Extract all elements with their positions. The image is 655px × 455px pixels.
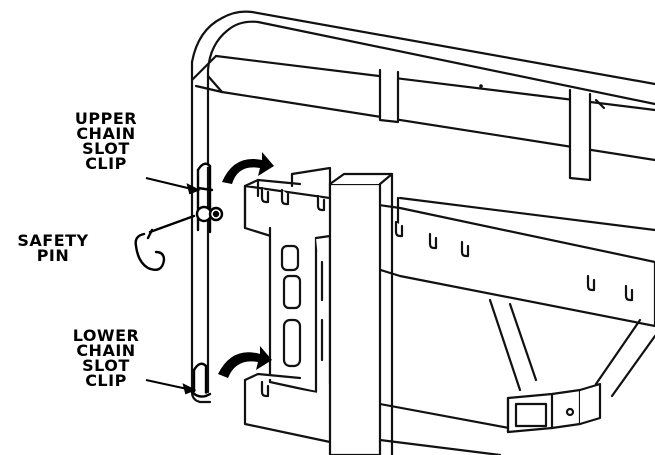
lower-clip-leader-arrow-icon	[182, 383, 197, 395]
label-line: SAFETY	[17, 231, 89, 250]
upper-clip-leader-arrow-icon	[186, 183, 201, 195]
label-line: LOWER	[72, 326, 140, 345]
frame-uprights	[378, 68, 606, 182]
vertical-post	[328, 172, 394, 455]
frame-bolt-hole	[479, 84, 483, 88]
label-line: SLOT	[82, 139, 130, 158]
upper-chain-slot-clip	[196, 162, 214, 234]
safety-pin-label: SAFETY PIN	[4, 231, 102, 265]
upper-chain-slot-clip-label: UPPER CHAIN SLOT CLIP	[58, 109, 154, 173]
upper-plate-slots	[260, 186, 634, 302]
upper-rotation-arrow-icon	[222, 152, 274, 184]
upper-clip-leader	[145, 177, 197, 191]
label-line: UPPER	[74, 109, 138, 128]
safety-pin	[134, 214, 196, 271]
inner-bracket	[268, 226, 332, 394]
receiver-hitch	[488, 298, 655, 434]
lower-chain-slot-clip-label: LOWER CHAIN SLOT CLIP	[58, 326, 154, 390]
label-line: CLIP	[85, 371, 127, 390]
lower-rotation-arrow-icon	[218, 346, 272, 378]
leader-lines	[145, 177, 201, 395]
label-line: CLIP	[85, 154, 127, 173]
label-line: PIN	[36, 246, 70, 265]
safety-pin-ring	[195, 205, 224, 223]
label-line: CHAIN	[76, 124, 136, 143]
label-line: CHAIN	[76, 341, 136, 360]
label-line: SLOT	[82, 356, 130, 375]
